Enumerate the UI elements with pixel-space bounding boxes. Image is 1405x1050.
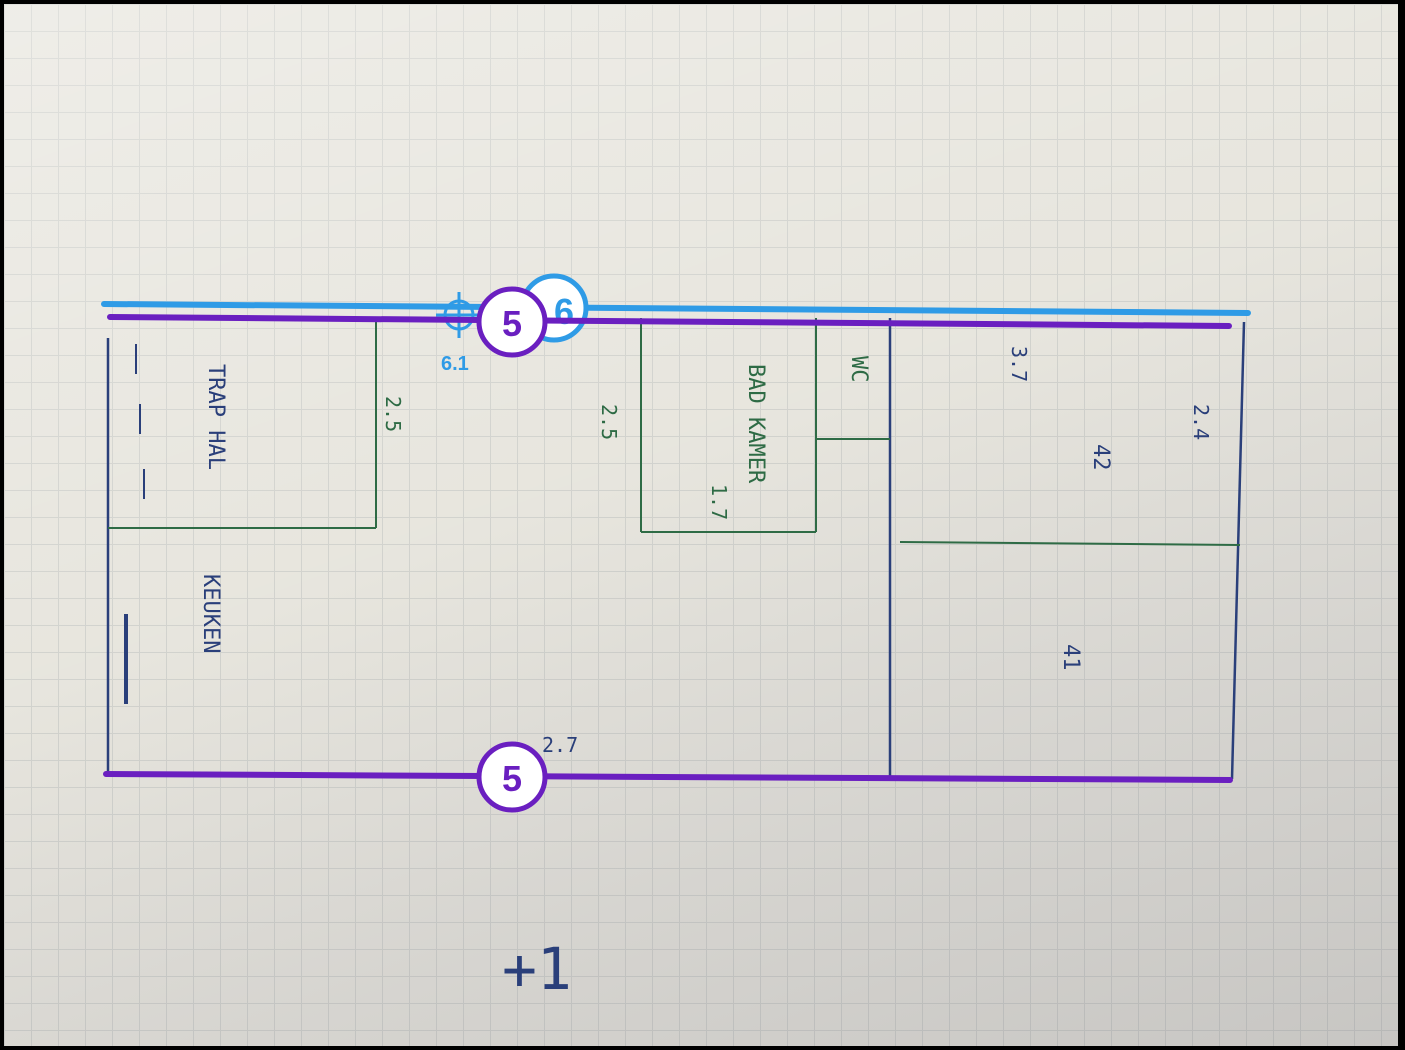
floorplan-sketch: TRAP HAL KEUKEN BAD KAMER WC 42 41 2.5 2… xyxy=(106,318,1246,1003)
crosshair-handle-icon[interactable] xyxy=(436,292,482,338)
photo-canvas[interactable]: TRAP HAL KEUKEN BAD KAMER WC 42 41 2.5 2… xyxy=(4,4,1398,1046)
measurement-overlay: 6 6.1 5 5 xyxy=(101,273,1251,813)
paper-shading xyxy=(4,4,1398,1046)
measurement-5: 2.4 xyxy=(1189,404,1213,440)
blue-measure-line[interactable] xyxy=(101,301,1251,316)
room-labels: TRAP HAL KEUKEN BAD KAMER WC 42 41 xyxy=(198,356,1113,671)
stair-marks xyxy=(124,344,145,704)
label-bedroom-1: 41 xyxy=(1058,644,1083,671)
label-keuken: KEUKEN xyxy=(198,574,223,653)
interior-walls xyxy=(108,318,1241,546)
blue-badge-label: 6 xyxy=(554,291,574,332)
point-label: 6.1 xyxy=(441,353,469,375)
measurement-4: 3.7 xyxy=(1007,346,1031,382)
label-bedroom-2: 42 xyxy=(1088,444,1113,471)
measurement-1: 2.5 xyxy=(381,396,405,432)
floor-label: +1 xyxy=(502,935,572,1003)
measurement-6: 2.7 xyxy=(542,733,578,757)
label-wc: WC xyxy=(846,356,871,383)
purple-length-badge-bottom[interactable]: 5 xyxy=(476,741,548,813)
purple-length-badge-top[interactable]: 5 xyxy=(476,286,548,358)
measurement-labels: 2.5 2.5 1.7 3.7 2.4 2.7 xyxy=(381,346,1213,757)
purple-badge-bottom-label: 5 xyxy=(502,758,522,799)
label-badkamer: BAD KAMER xyxy=(743,364,768,484)
purple-measure-line-top[interactable] xyxy=(107,314,1232,329)
measurement-2: 2.5 xyxy=(597,404,621,440)
purple-badge-top-label: 5 xyxy=(502,303,522,344)
purple-measure-line-bottom[interactable] xyxy=(103,771,1233,783)
label-trap-hal: TRAP HAL xyxy=(203,364,228,470)
measurement-3: 1.7 xyxy=(707,484,731,520)
